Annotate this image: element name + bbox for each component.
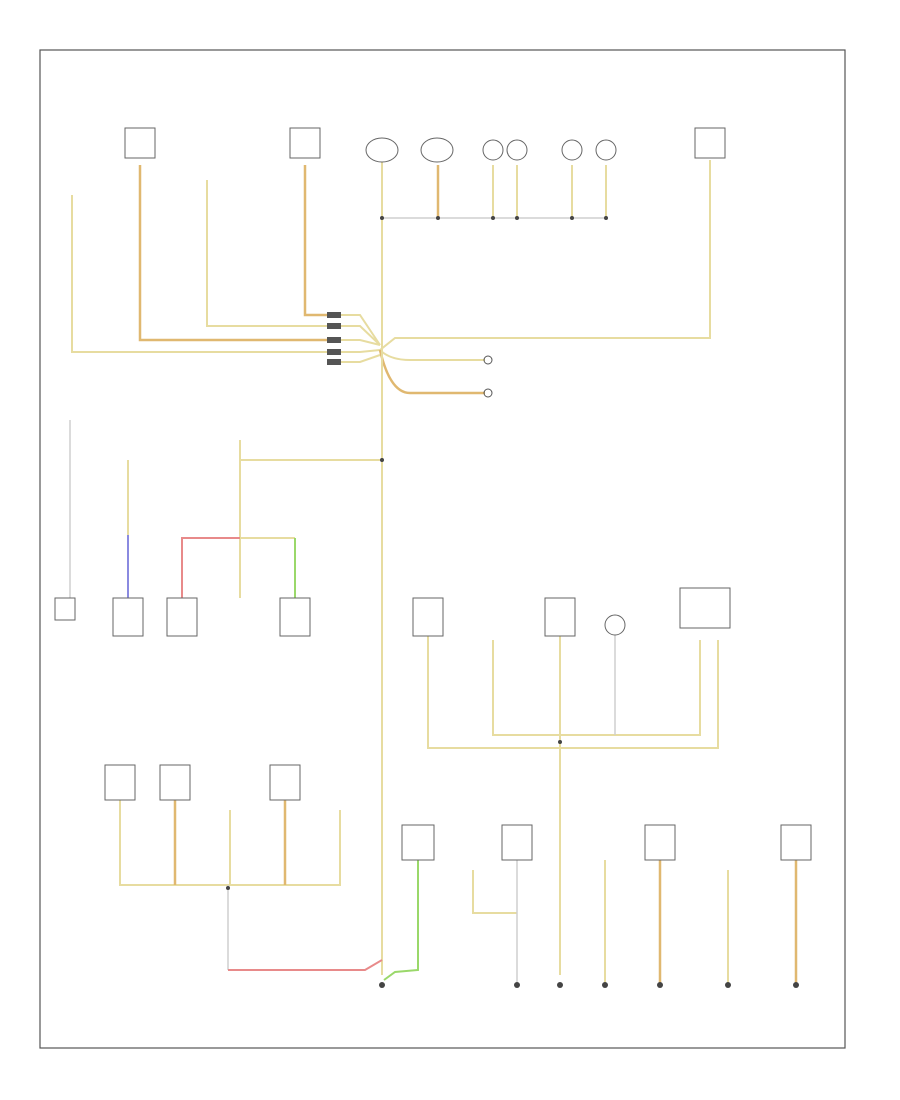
middle-right-components [412,587,731,744]
bottom-right-components [501,824,812,988]
diagram-border [39,49,846,1049]
middle-left-wires [69,420,382,600]
middle-left-components [54,458,384,637]
top-components [124,127,726,398]
middle-right-wires [427,635,719,975]
bottom-right-wires [472,860,798,985]
top-harness-wires [71,160,711,975]
bottom-left-wires [119,800,419,981]
bottom-left-components [104,764,435,988]
